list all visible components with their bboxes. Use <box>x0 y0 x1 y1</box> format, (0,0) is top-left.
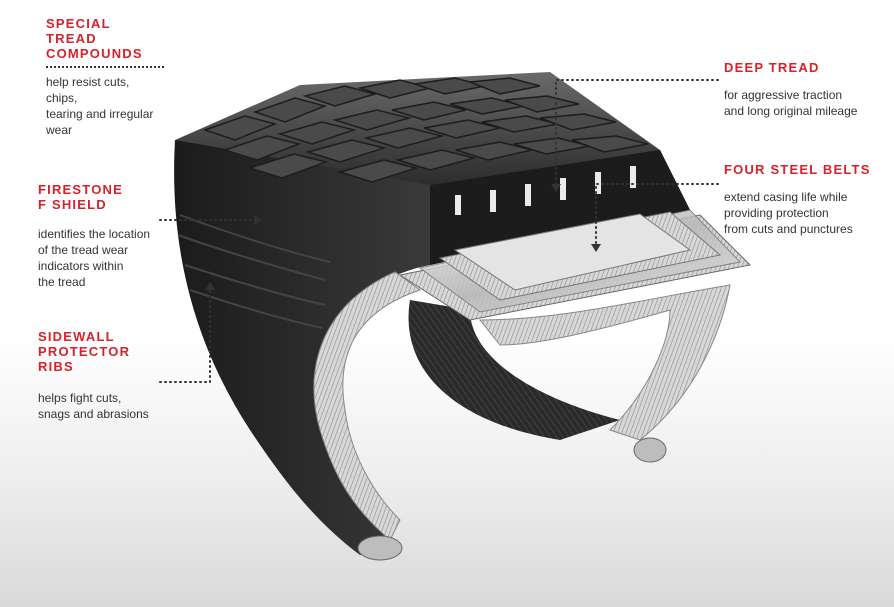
sidewall-ribs <box>177 214 331 329</box>
steel-belts-desc: extend casing life while providing prote… <box>724 190 853 236</box>
f-shield-title: FIRESTONE F SHIELD <box>38 182 123 212</box>
deep-tread-title: DEEP TREAD <box>724 60 820 75</box>
callout-special-tread-compounds: SPECIAL TREAD COMPOUNDS help resist cuts… <box>46 16 164 138</box>
bead-bundles <box>357 437 667 561</box>
body-ply-arc-right <box>478 284 731 441</box>
tread-cross-section <box>430 150 690 265</box>
callout-sidewall-protector-ribs: SIDEWALL PROTECTOR RIBS helps fight cuts… <box>38 329 168 422</box>
tire-sidewall <box>174 140 690 555</box>
leader-lines <box>159 79 719 383</box>
callout-firestone-f-shield: FIRESTONE F SHIELD identifies the locati… <box>38 182 168 290</box>
special-tread-title: SPECIAL TREAD COMPOUNDS <box>46 16 143 61</box>
arrow-f-shield <box>254 215 262 225</box>
steel-belts <box>398 209 752 321</box>
sidewall-ribs-title: SIDEWALL PROTECTOR RIBS <box>38 329 131 374</box>
callout-four-steel-belts: FOUR STEEL BELTS extend casing life whil… <box>724 162 884 237</box>
inner-ply <box>408 300 620 440</box>
arrow-deep-tread <box>551 184 561 192</box>
arrow-sidewall-ribs <box>205 282 215 290</box>
deep-tread-desc: for aggressive traction and long origina… <box>724 88 858 118</box>
tread-blocks <box>202 77 649 183</box>
f-shield-desc: identifies the location of the tread wea… <box>38 227 151 289</box>
leader-steel-belts <box>595 183 719 246</box>
leader-deep-tread <box>555 79 719 186</box>
special-tread-divider <box>46 66 164 68</box>
leader-sidewall-ribs <box>159 289 211 383</box>
special-tread-desc: help resist cuts, chips, tearing and irr… <box>46 75 154 137</box>
callout-deep-tread: DEEP TREAD for aggressive traction and l… <box>724 60 884 119</box>
sidewall-ribs-desc: helps fight cuts, snags and abrasions <box>38 391 149 421</box>
body-ply-arc-left <box>313 271 422 541</box>
steel-belts-title: FOUR STEEL BELTS <box>724 162 871 177</box>
leader-arrows <box>205 184 601 290</box>
arrow-steel-belts <box>591 244 601 252</box>
